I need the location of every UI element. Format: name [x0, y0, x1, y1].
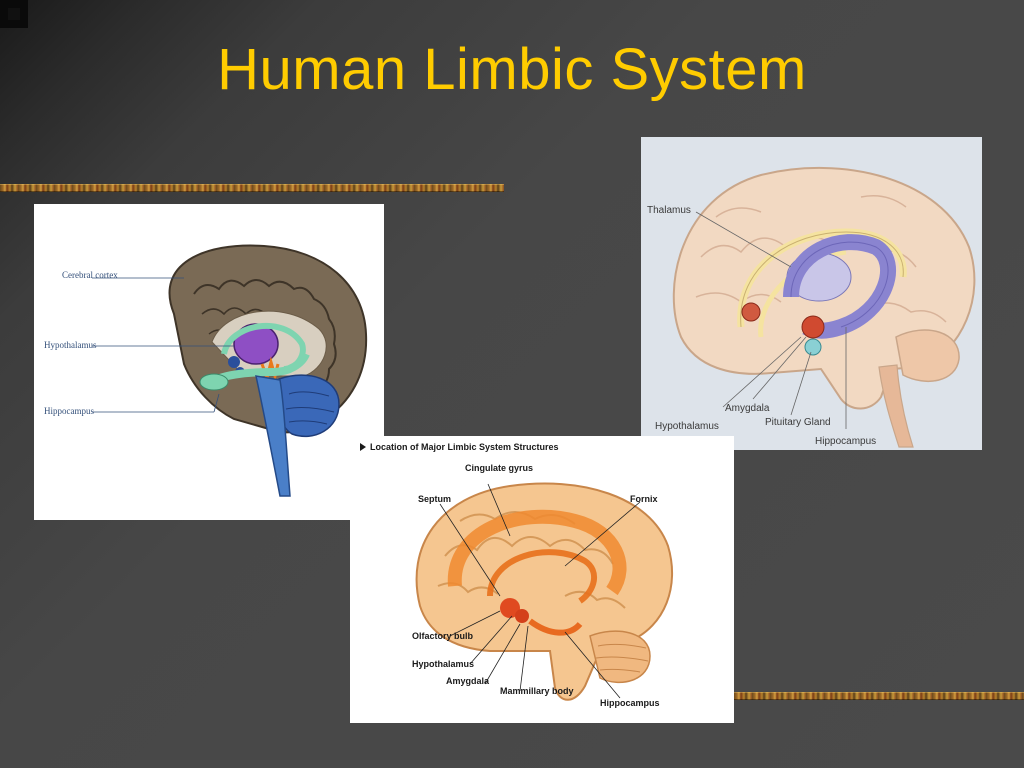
label-amygdala-bottom: Amygdala [446, 676, 490, 686]
label-mammillary-body: Mammillary body [500, 686, 574, 696]
decorative-stripe-top [0, 184, 504, 192]
label-hypothalamus-left: Hypothalamus [44, 340, 97, 350]
label-pituitary-gland: Pituitary Gland [765, 417, 831, 428]
label-cerebral-cortex: Cerebral cortex [62, 270, 118, 280]
label-fornix: Fornix [630, 494, 658, 504]
label-cingulate-gyrus: Cingulate gyrus [465, 463, 533, 473]
label-hypothalamus-bottom: Hypothalamus [412, 659, 474, 669]
label-septum: Septum [418, 494, 451, 504]
slide-title: Human Limbic System [217, 37, 807, 102]
bottom-brain-figure: Location of Major Limbic System Structur… [350, 436, 734, 723]
figure-heading: Location of Major Limbic System Structur… [370, 442, 559, 452]
left-brain-figure: Cerebral cortex Hypothalamus Hippocampus [34, 204, 384, 520]
label-hippocampus-left: Hippocampus [44, 406, 94, 416]
right-brain-illustration: Thalamus Amygdala Pituitary Gland Hypoth… [647, 166, 976, 448]
left-brain-illustration: Cerebral cortex Hypothalamus Hippocampus [44, 244, 368, 497]
bottom-brain-illustration: Location of Major Limbic System Structur… [360, 442, 674, 708]
corner-dot [8, 8, 20, 20]
right-brain-figure: Thalamus Amygdala Pituitary Gland Hypoth… [641, 137, 982, 450]
heading-arrow-icon [360, 443, 366, 451]
label-hippocampus-bottom: Hippocampus [600, 698, 660, 708]
label-olfactory-bulb: Olfactory bulb [412, 631, 474, 641]
label-amygdala-right: Amygdala [725, 403, 770, 414]
label-thalamus: Thalamus [647, 205, 691, 216]
decorative-stripe-bottom [734, 692, 1024, 700]
label-hippocampus-right: Hippocampus [815, 436, 876, 447]
label-hypothalamus-right: Hypothalamus [655, 421, 719, 432]
